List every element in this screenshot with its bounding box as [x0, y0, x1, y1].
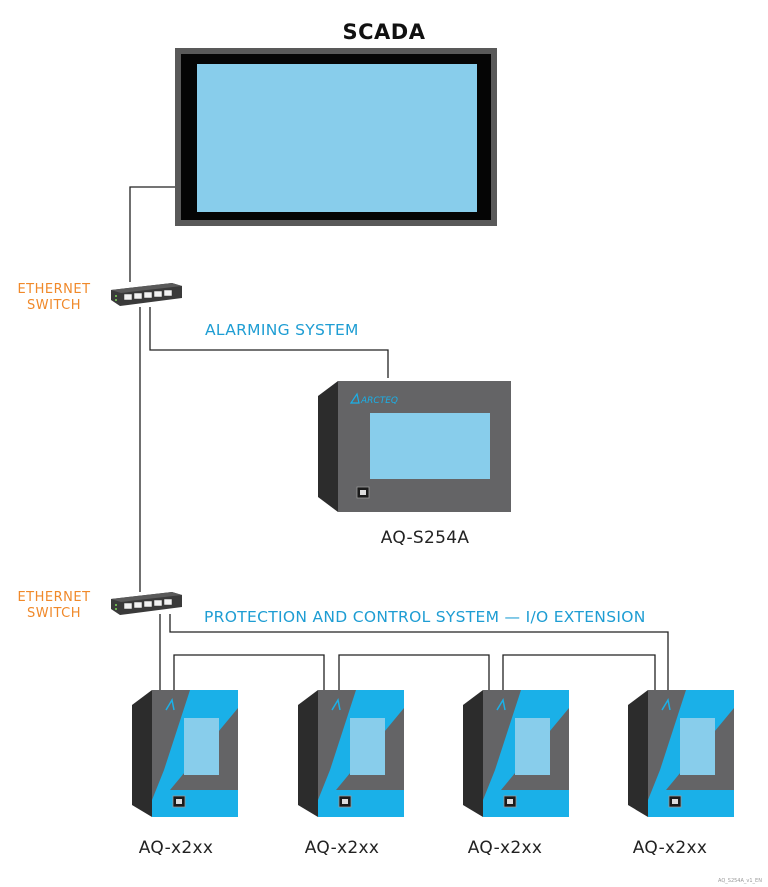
relay-device: [628, 690, 734, 817]
relay-group: [132, 690, 734, 817]
ethernet-switch-top: [111, 283, 182, 306]
switch-top-label-line2: SWITCH: [27, 298, 81, 313]
alarming-link-line: [149, 307, 389, 378]
switch-bottom-label-line2: SWITCH: [27, 606, 81, 621]
alarm-device-brand: ARCTEQ: [360, 396, 398, 406]
relay-logo-icon: [661, 697, 671, 711]
relay-3-name: AQ-x2xx: [467, 838, 543, 858]
scada-screen: [197, 64, 477, 212]
alarm-device-name: AQ-S254A: [380, 528, 470, 548]
relay-screen: [680, 718, 715, 775]
switch-top-label-line1: ETHERNET: [17, 282, 91, 297]
relay2-relay3-link: [338, 654, 490, 690]
relay-screen: [184, 718, 219, 775]
relay-screen: [515, 718, 550, 775]
relay-logo-icon: [165, 697, 175, 711]
relay-logo-icon: [496, 697, 506, 711]
relay-1-name: AQ-x2xx: [138, 838, 214, 858]
connection-lines: [129, 186, 669, 690]
alarm-device: ARCTEQ: [318, 381, 511, 512]
alarm-device-screen: [370, 413, 490, 479]
arcteq-logo-icon: [349, 392, 360, 404]
alarming-system-label: ALARMING SYSTEM: [205, 321, 359, 339]
relay-screen: [350, 718, 385, 775]
scada-uplink-line: [129, 186, 178, 282]
relay-4-name: AQ-x2xx: [632, 838, 708, 858]
relay-logo-icon: [331, 697, 341, 711]
relay-2-name: AQ-x2xx: [304, 838, 380, 858]
footnote: AQ_S254A_v1_EN: [718, 878, 762, 884]
switch-bottom-label: ETHERNET SWITCH: [14, 590, 94, 622]
relay-device: [132, 690, 238, 817]
ethernet-switch-bottom: [111, 592, 182, 615]
relay-device: [463, 690, 569, 817]
relay3-relay4-link: [502, 654, 656, 690]
relay-device: [298, 690, 404, 817]
protection-system-label: PROTECTION AND CONTROL SYSTEM — I/O EXTE…: [204, 608, 646, 626]
switch-top-label: ETHERNET SWITCH: [14, 282, 94, 314]
page-title: SCADA: [342, 20, 426, 44]
relay1-relay2-link: [173, 654, 325, 690]
scada-monitor: [175, 48, 497, 226]
switch-bottom-label-line1: ETHERNET: [17, 590, 91, 605]
ring-return-line: [169, 614, 669, 690]
